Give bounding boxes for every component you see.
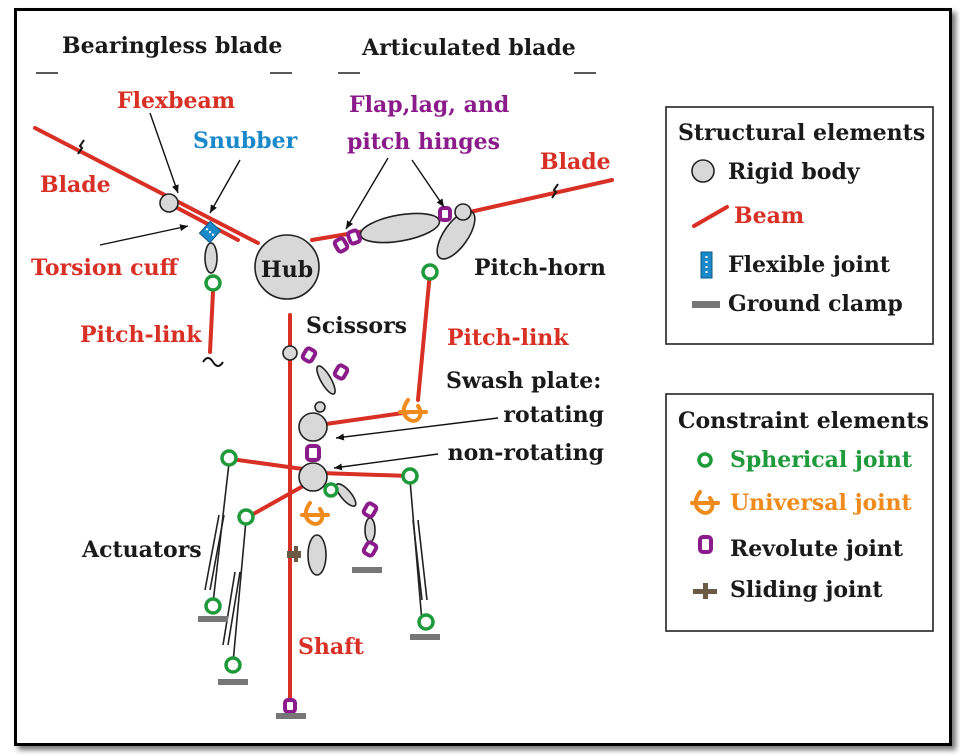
- pitch-link-universal-joint-icon: [398, 398, 428, 423]
- left-pitch-link-label: Pitch-link: [80, 322, 202, 348]
- snubber-flexible-joint-icon: [198, 220, 222, 244]
- snubber-label: Snubber: [193, 128, 298, 154]
- lower-link-body-1: [335, 483, 357, 507]
- torsion-cuff-label: Torsion cuff: [31, 255, 180, 281]
- hinges-label-line1: Flap,lag, and: [349, 92, 509, 118]
- sliding-joint-icon: [287, 546, 301, 562]
- torsion-cuff-beam: [166, 201, 240, 242]
- right-blade-label: Blade: [540, 149, 611, 175]
- constraint-legend: Constraint elements Spherical joint Univ…: [665, 393, 934, 632]
- left-blade-beam: [33, 126, 260, 245]
- right-blade-beam: [468, 178, 614, 214]
- left-pitch-horn-body: [204, 242, 218, 274]
- rotating-label: rotating: [503, 402, 604, 428]
- right-pitch-link-label: Pitch-link: [447, 325, 569, 351]
- swash-arm-left: [229, 457, 312, 472]
- leader-arrows: [99, 112, 499, 471]
- scissors-arm-upper: [316, 365, 336, 395]
- legend-beam-label: Beam: [734, 203, 804, 229]
- left-blade-label: Blade: [40, 172, 111, 198]
- pitch-horn-label: Pitch-horn: [474, 255, 606, 281]
- shaft-slider-body: [307, 534, 327, 576]
- beam-icon: [692, 205, 729, 228]
- legend-universal-joint-label: Universal joint: [730, 490, 913, 516]
- structural-legend-title: Structural elements: [678, 120, 925, 146]
- left-blade-break-icon: [77, 139, 85, 155]
- swash-plate-label: Swash plate:: [446, 368, 601, 394]
- legend-flexible-joint-label: Flexible joint: [728, 252, 891, 278]
- universal-joint-icon: [690, 490, 720, 515]
- swash-plate-nonrotating-body: [298, 462, 328, 492]
- hinges-label-line2: pitch hinges: [347, 129, 500, 155]
- legend-spherical-joint-label: Spherical joint: [730, 447, 913, 473]
- scissors-label: Scissors: [306, 313, 407, 339]
- left-pitch-link-beam: [208, 290, 215, 354]
- legend-sliding-joint-label: Sliding joint: [730, 577, 883, 603]
- spherical-joint-icon: [697, 452, 713, 468]
- right-pitch-link-beam: [416, 270, 432, 402]
- swash-arm-lower: [246, 483, 307, 519]
- legend-ground-clamp-label: Ground clamp: [728, 291, 903, 317]
- swash-plate-rotating-body: [298, 412, 328, 442]
- structural-legend: Structural elements Rigid body Beam Flex…: [665, 106, 934, 345]
- scissors-pivot-body: [282, 345, 298, 361]
- universal-joints: [300, 398, 428, 526]
- swash-rotating-arm: [310, 410, 412, 428]
- hub-label: Hub: [261, 257, 313, 283]
- pitch-hinge-body: [454, 203, 472, 221]
- scissors-small-body: [314, 401, 326, 413]
- ground-clamp-icon: [692, 301, 720, 308]
- lower-link-body-2: [364, 517, 376, 543]
- swash-arm-right: [318, 471, 412, 478]
- bearingless-blade-header: Bearingless blade: [62, 33, 282, 59]
- sliding-joint-icon: [693, 583, 717, 599]
- non-rotating-label: non-rotating: [448, 440, 604, 466]
- ground-clamps: [198, 567, 440, 719]
- constraint-legend-title: Constraint elements: [678, 408, 929, 434]
- flexible-joint-icon: [700, 251, 713, 279]
- shaft-universal-joint-icon: [300, 501, 330, 526]
- flap-lag-link-body: [359, 212, 441, 244]
- revolute-joints: [283, 206, 452, 714]
- revolute-joint-icon: [698, 535, 713, 554]
- flexbeam-label: Flexbeam: [117, 88, 235, 114]
- hub-body: [254, 234, 320, 300]
- rigid-bodies: [159, 193, 476, 576]
- legend-revolute-joint-label: Revolute joint: [730, 536, 904, 562]
- pitch-horn-body: [436, 210, 476, 260]
- spherical-joints: [204, 263, 439, 674]
- shaft-label: Shaft: [298, 634, 365, 660]
- articulated-blade-header: Articulated blade: [361, 35, 576, 61]
- pitch-link-break-icon: [202, 357, 224, 367]
- actuators: [204, 462, 428, 664]
- right-blade-break-icon: [551, 183, 559, 199]
- actuators-label: Actuators: [81, 537, 202, 563]
- torsion-cuff-body: [159, 193, 179, 213]
- legend-rigid-body-label: Rigid body: [728, 159, 861, 185]
- rigid-body-icon: [691, 159, 715, 183]
